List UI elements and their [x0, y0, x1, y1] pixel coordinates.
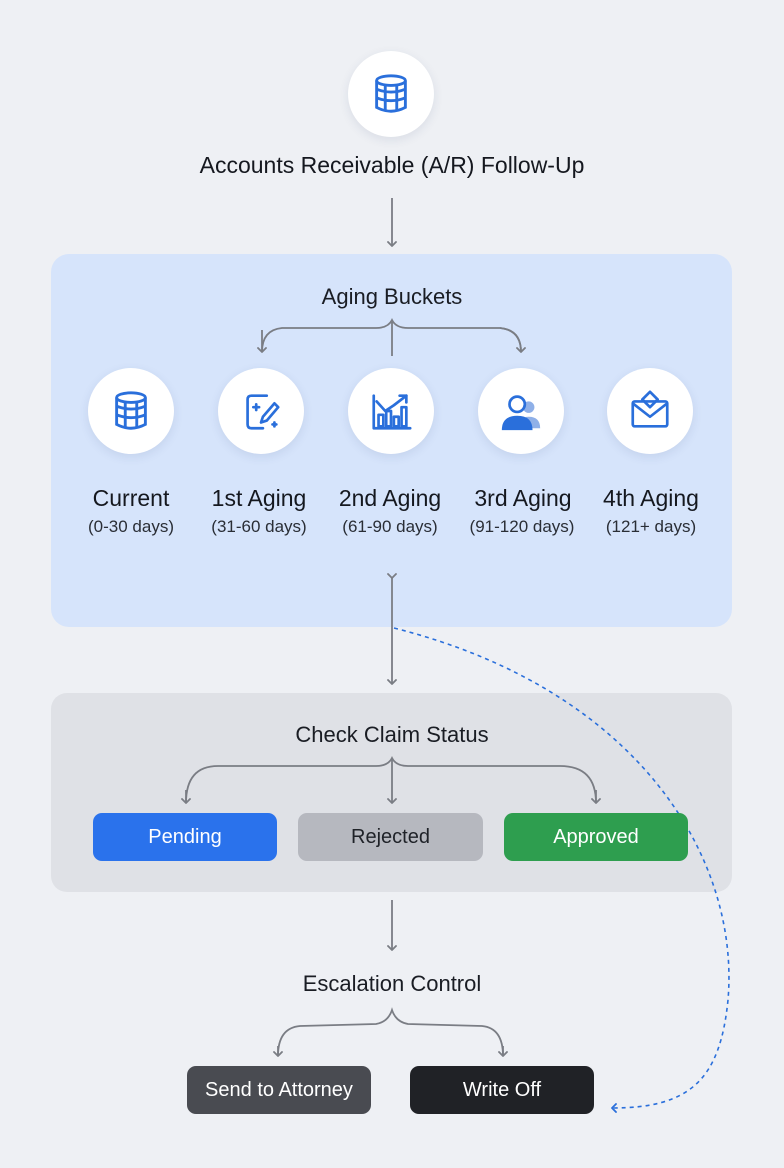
bucket-current-label: Current: [92, 485, 170, 511]
pending-button[interactable]: Pending: [93, 813, 277, 861]
escalation-bracket: [273, 1007, 508, 1057]
database-icon: [375, 74, 407, 113]
database-icon: [115, 391, 147, 430]
write-off-button[interactable]: Write Off: [410, 1066, 594, 1114]
bucket-2nd-icon-circle: [348, 368, 434, 454]
bucket-3rd-icon-circle: [478, 368, 564, 454]
bucket-2nd-label: 2nd Aging: [338, 485, 442, 511]
bucket-4th-range: (121+ days): [605, 517, 697, 536]
approved-button[interactable]: Approved: [504, 813, 688, 861]
bucket-1st-icon-circle: [218, 368, 304, 454]
edit-document-icon: [246, 394, 280, 430]
bucket-current-icon-circle: [88, 368, 174, 454]
bucket-2nd-range: (61-90 days): [342, 517, 438, 536]
users-icon: [501, 395, 541, 431]
claim-status-title: Check Claim Status: [295, 722, 489, 747]
escalation-control-title: Escalation Control: [302, 971, 482, 996]
send-to-attorney-button[interactable]: Send to Attorney: [187, 1066, 371, 1114]
bucket-4th-icon-circle: [607, 368, 693, 454]
bucket-1st-label: 1st Aging: [211, 485, 307, 511]
mail-icon: [631, 390, 669, 428]
bucket-current-range: (0-30 days): [88, 517, 174, 536]
bucket-3rd-range: (91-120 days): [469, 517, 575, 536]
bucket-3rd-label: 3rd Aging: [474, 485, 572, 511]
bucket-4th-label: 4th Aging: [603, 485, 699, 511]
aging-buckets-title: Aging Buckets: [321, 284, 463, 309]
bucket-1st-range: (31-60 days): [211, 517, 307, 536]
page-title: Accounts Receivable (A/R) Follow-Up: [199, 152, 585, 178]
header-database-icon-circle: [348, 51, 434, 137]
rejected-button[interactable]: Rejected: [298, 813, 483, 861]
bar-chart-icon: [372, 394, 412, 430]
